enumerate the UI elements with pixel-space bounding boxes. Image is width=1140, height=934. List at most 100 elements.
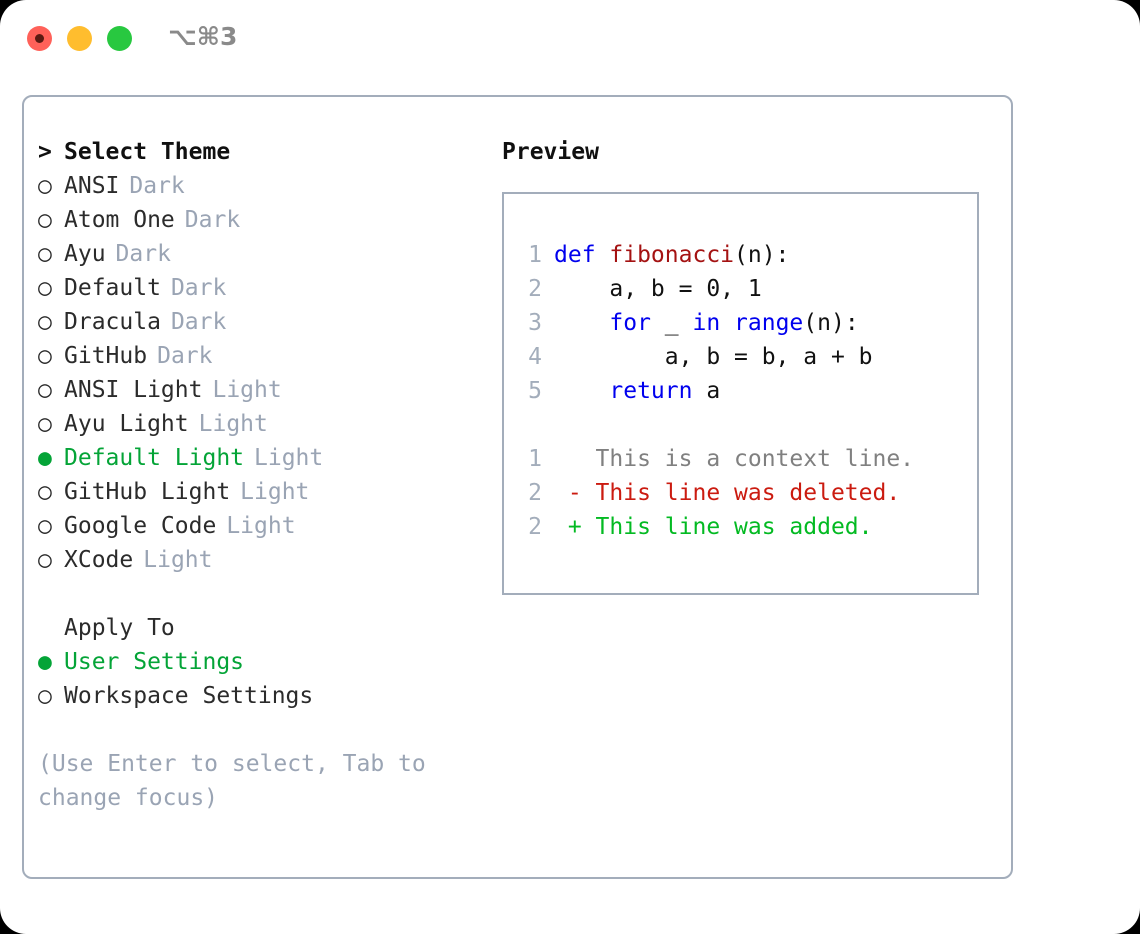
theme-list-item[interactable]: ○ XCode Light <box>38 543 488 577</box>
theme-list-item[interactable]: ○ Atom One Dark <box>38 203 488 237</box>
theme-name: Google Code <box>64 513 217 539</box>
maximize-button[interactable] <box>107 26 132 51</box>
code-line: 2 a, b = 0, 1 <box>518 272 914 306</box>
code-token: def <box>554 242 610 268</box>
code-line: 3 for _ in range(n): <box>518 306 914 340</box>
theme-category-tag: Light <box>143 547 213 573</box>
radio-unselected-icon: ○ <box>38 411 52 437</box>
code-token: a, b = 0, 1 <box>554 276 762 302</box>
line-number: 5 <box>528 378 542 404</box>
theme-category-tag: Dark <box>129 173 185 199</box>
close-button[interactable] <box>27 26 52 51</box>
prompt-caret-icon: > <box>38 139 52 165</box>
code-token: - This line was deleted. <box>554 480 901 506</box>
theme-name: Dracula <box>64 309 161 335</box>
keyboard-shortcut-label: ⌥⌘3 <box>168 22 238 51</box>
theme-category-tag: Light <box>226 513 296 539</box>
code-line: 4 a, b = b, a + b <box>518 340 914 374</box>
theme-category-tag: Light <box>198 411 268 437</box>
radio-unselected-icon: ○ <box>38 207 52 233</box>
line-number: 2 <box>528 514 542 540</box>
code-line: 1 def fibonacci(n): <box>518 238 914 272</box>
code-token: fibonacci <box>609 242 735 268</box>
code-token: in <box>692 310 735 336</box>
code-token: range <box>734 310 804 336</box>
line-number: 2 <box>528 480 542 506</box>
radio-unselected-icon: ○ <box>38 683 52 709</box>
radio-unselected-icon: ○ <box>38 173 52 199</box>
theme-list-item[interactable]: ○ ANSI Dark <box>38 169 488 203</box>
theme-name: ANSI <box>64 173 120 199</box>
theme-name: ANSI Light <box>64 377 203 403</box>
apply-to-option-label: Workspace Settings <box>64 683 314 709</box>
code-token: _ <box>650 310 693 336</box>
theme-name: Default Light <box>64 445 245 471</box>
line-number: 2 <box>528 276 542 302</box>
radio-unselected-icon: ○ <box>38 479 52 505</box>
theme-category-tag: Dark <box>170 275 227 301</box>
code-token <box>554 378 609 404</box>
radio-unselected-icon: ○ <box>38 309 52 335</box>
list-spacer <box>38 577 488 611</box>
line-number: 3 <box>528 310 542 336</box>
line-number: 1 <box>528 242 542 268</box>
code-token: for <box>609 310 651 336</box>
title-bar: ⌥⌘3 <box>0 0 1140 78</box>
diff-line: 2 - This line was deleted. <box>518 476 914 510</box>
code-token: return <box>609 378 693 404</box>
apply-to-option[interactable]: ● User Settings <box>38 645 488 679</box>
theme-list-item[interactable]: ○ Ayu Light Light <box>38 407 488 441</box>
theme-name: GitHub Light <box>64 479 231 505</box>
select-theme-label: Select Theme <box>64 139 231 165</box>
apply-to-option-label: User Settings <box>64 649 245 675</box>
theme-list-item[interactable]: ○ GitHub Dark <box>38 339 488 373</box>
code-token: This is a context line. <box>554 446 915 472</box>
theme-name: Ayu Light <box>64 411 189 437</box>
radio-unselected-icon: ○ <box>38 547 52 573</box>
code-token: a, b = b, a + b <box>554 344 873 370</box>
preview-separator <box>518 408 914 442</box>
keyboard-hint-text: (Use Enter to select, Tab to change focu… <box>38 751 426 811</box>
theme-category-tag: Dark <box>157 343 213 369</box>
code-token: (n): <box>734 242 790 268</box>
code-token: a <box>692 378 721 404</box>
code-line: 5 return a <box>518 374 914 408</box>
close-icon <box>35 34 44 43</box>
theme-name: GitHub <box>64 343 148 369</box>
preview-title: Preview <box>502 139 599 165</box>
theme-category-tag: Dark <box>115 241 171 267</box>
radio-selected-icon: ● <box>38 649 52 675</box>
theme-category-tag: Light <box>212 377 282 403</box>
line-number: 1 <box>528 446 542 472</box>
theme-name: Ayu <box>64 241 106 267</box>
theme-category-tag: Dark <box>184 207 241 233</box>
theme-category-tag: Dark <box>170 309 227 335</box>
apply-to-options: ● User Settings ○ Workspace Settings <box>38 645 488 713</box>
theme-list-item[interactable]: ○ Dracula Dark <box>38 305 488 339</box>
apply-to-option[interactable]: ○ Workspace Settings <box>38 679 488 713</box>
diff-line: 2 + This line was added. <box>518 510 914 544</box>
radio-unselected-icon: ○ <box>38 275 52 301</box>
theme-category-tag: Light <box>254 445 324 471</box>
code-token: (n): <box>803 310 859 336</box>
code-token <box>554 310 609 336</box>
select-theme-header: > Select Theme <box>38 135 488 169</box>
line-number: 4 <box>528 344 542 370</box>
theme-name: XCode <box>64 547 134 573</box>
theme-name: Atom One <box>64 207 175 233</box>
radio-unselected-icon: ○ <box>38 343 52 369</box>
minimize-button[interactable] <box>67 26 92 51</box>
